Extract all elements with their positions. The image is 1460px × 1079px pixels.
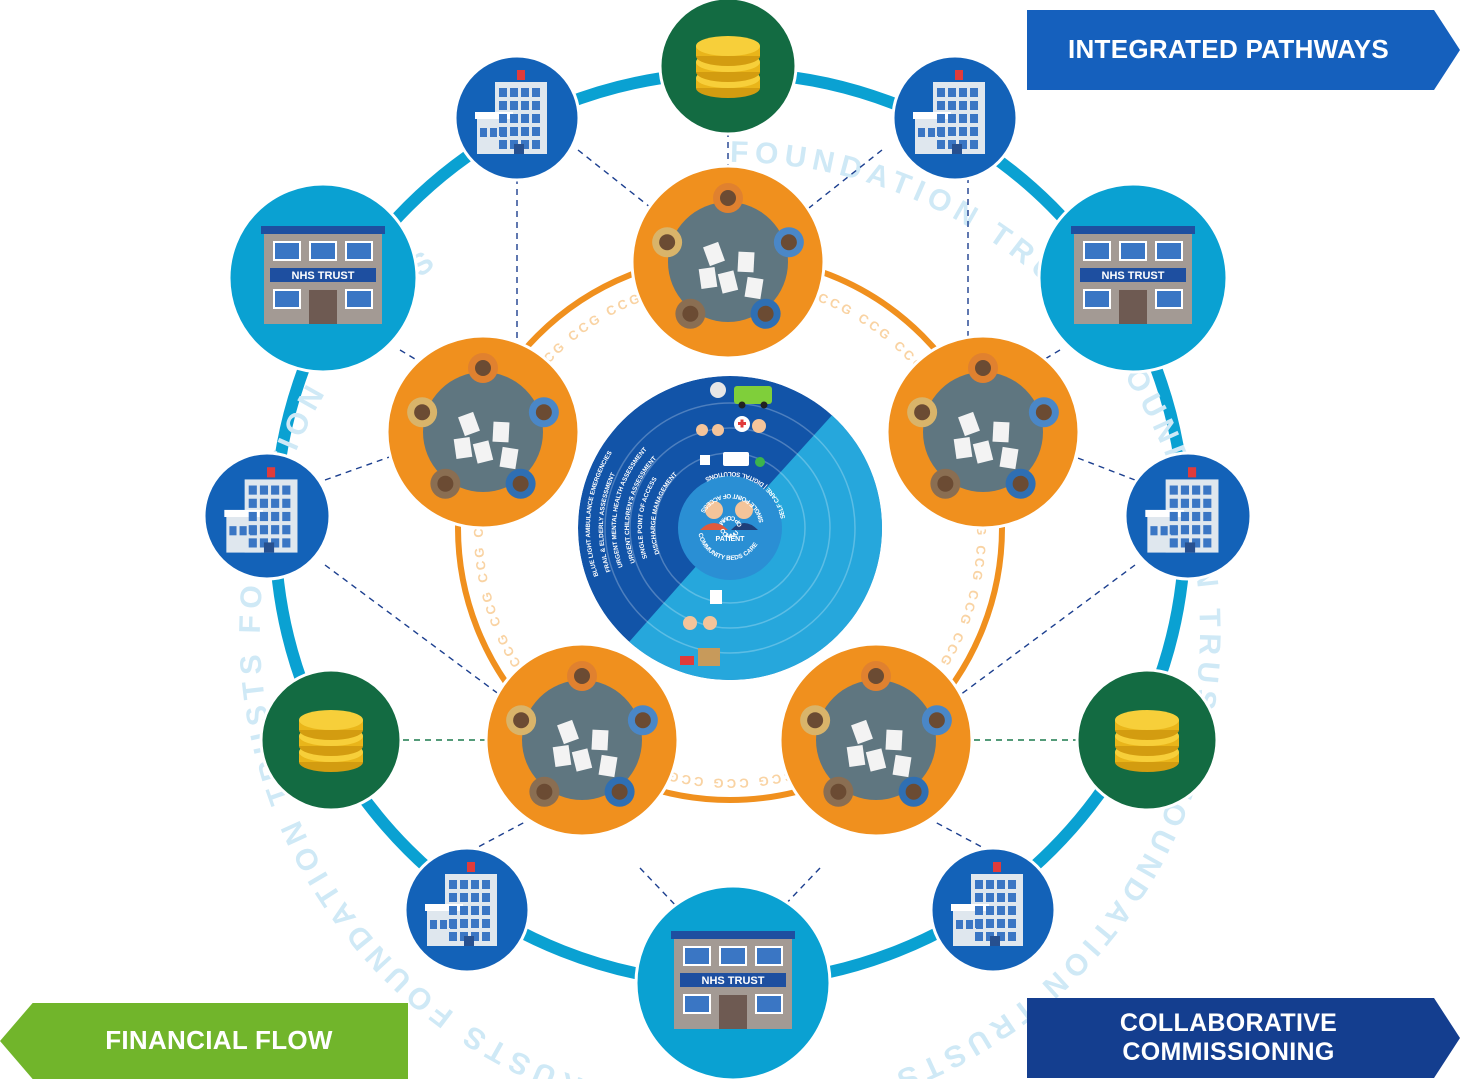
team-meeting-icon (652, 183, 804, 329)
coins-node (259, 668, 403, 812)
collaborative-commissioning-label-line1: COLLABORATIVE (1119, 1009, 1338, 1038)
team-meeting-icon (407, 353, 559, 499)
nhs-trust-building-icon: NHS TRUST (1071, 226, 1195, 324)
collaborative-commissioning-banner: COLLABORATIVE COMMISSIONING (1027, 998, 1460, 1078)
financial-flow-label: FINANCIAL FLOW (105, 1025, 333, 1056)
team-node (484, 642, 680, 838)
coins-node (658, 0, 798, 136)
team-node (385, 334, 581, 530)
patient-label: PATIENT (716, 536, 746, 543)
nhs-trust-node: NHS TRUST (1037, 182, 1229, 374)
team-meeting-icon (907, 353, 1059, 499)
coins-stack-icon (1115, 710, 1179, 772)
nhs-trust-node: NHS TRUST (227, 182, 419, 374)
nhs-trust-node: NHS TRUST (634, 884, 832, 1079)
hospital-node (403, 846, 531, 974)
patient-icon (700, 501, 758, 530)
collaborative-commissioning-label-line2: COMMISSIONING (1122, 1038, 1335, 1066)
ambulance-icon (710, 382, 772, 409)
hospital-node (1123, 451, 1253, 581)
coins-stack-icon (299, 710, 363, 772)
team-node (630, 164, 826, 360)
team-meeting-icon (506, 661, 658, 807)
hospital-node (929, 846, 1057, 974)
nhs-trust-building-icon: NHS TRUST (671, 931, 795, 1029)
coins-stack-icon (696, 36, 760, 98)
financial-flow-banner: FINANCIAL FLOW (0, 1003, 408, 1079)
hospital-node (891, 54, 1019, 182)
integrated-pathways-label: INTEGRATED PATHWAYS (1067, 34, 1390, 65)
hospital-building-icon (951, 862, 1023, 946)
community-hub-icon (680, 590, 722, 666)
hospital-building-icon (1145, 467, 1219, 553)
team-meeting-icon (800, 661, 952, 807)
nhs-trust-sign: NHS TRUST (292, 270, 355, 282)
access-point-icon (700, 452, 765, 467)
hospital-building-icon (913, 70, 985, 154)
hospital-building-icon (425, 862, 497, 946)
coins-node (1075, 668, 1219, 812)
hospital-node (453, 54, 581, 182)
nhs-trust-sign: NHS TRUST (1102, 270, 1165, 282)
nhs-trust-building-icon: NHS TRUST (261, 226, 385, 324)
team-node (778, 642, 974, 838)
integrated-pathways-banner: INTEGRATED PATHWAYS (1027, 10, 1460, 90)
hospital-building-icon (475, 70, 547, 154)
hospital-node (202, 451, 332, 581)
emergency-cross-icon (696, 416, 766, 436)
nhs-trust-sign: NHS TRUST (702, 975, 765, 987)
hospital-building-icon (224, 467, 298, 553)
team-node (885, 334, 1081, 530)
